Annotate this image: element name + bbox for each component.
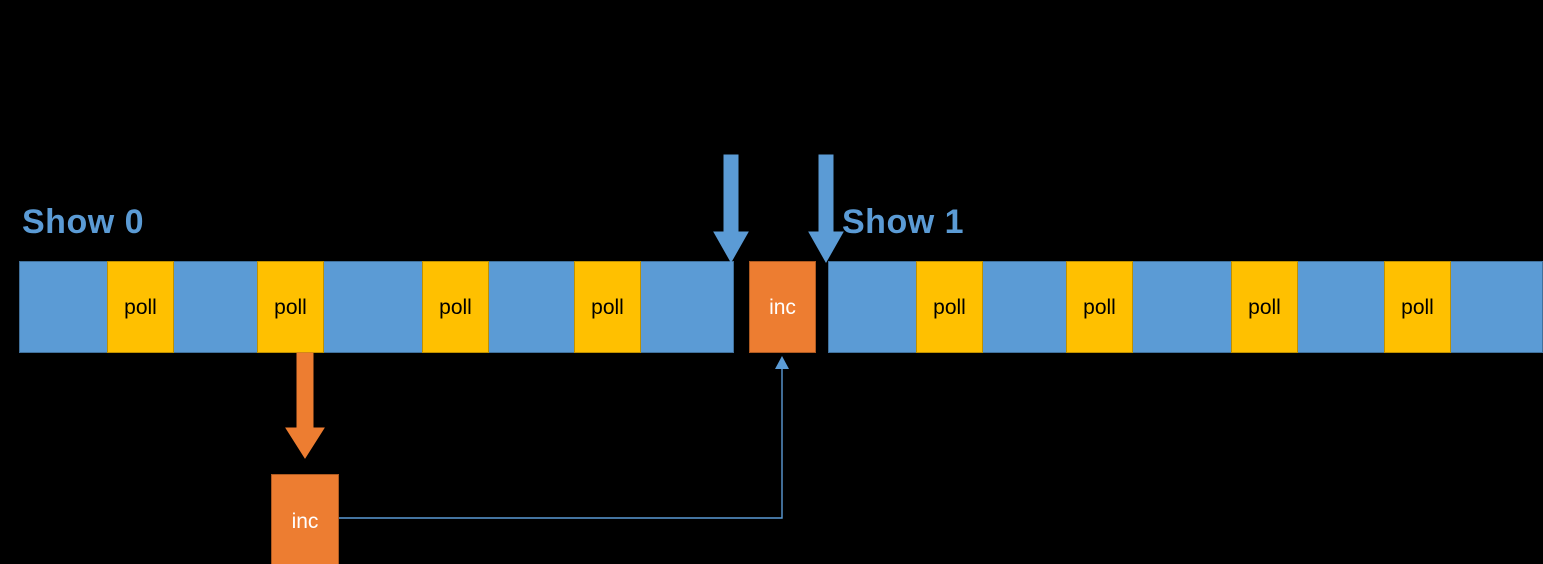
poll-label: poll <box>1083 295 1116 319</box>
poll-slot-0-2: poll <box>257 261 324 353</box>
vsync-arrow-icon-1 <box>808 154 844 264</box>
poll-label: poll <box>933 295 966 319</box>
inc-label: inc <box>769 295 796 319</box>
inc-label: inc <box>291 509 319 533</box>
poll-label: poll <box>274 295 307 319</box>
defer-arrow-icon <box>285 352 325 459</box>
inc-slot-timeline: inc <box>749 261 816 353</box>
poll-label: poll <box>439 295 472 319</box>
show-label-1: Show 1 <box>842 203 965 241</box>
poll-label: poll <box>1248 295 1281 319</box>
poll-slot-0-1: poll <box>107 261 174 353</box>
poll-slot-1-1: poll <box>916 261 983 353</box>
poll-slot-1-2: poll <box>1066 261 1133 353</box>
poll-label: poll <box>1401 295 1434 319</box>
poll-slot-1-4: poll <box>1384 261 1451 353</box>
poll-slot-1-3: poll <box>1231 261 1298 353</box>
poll-label: poll <box>124 295 157 319</box>
inc-connector <box>339 356 789 519</box>
poll-slot-0-3: poll <box>422 261 489 353</box>
poll-slot-0-4: poll <box>574 261 641 353</box>
connector-arrowhead-icon <box>775 356 789 369</box>
vsync-arrow-icon-0 <box>713 154 749 264</box>
show-label-0: Show 0 <box>22 203 145 241</box>
poll-label: poll <box>591 295 624 319</box>
inc-box-deferred: inc <box>271 474 339 564</box>
